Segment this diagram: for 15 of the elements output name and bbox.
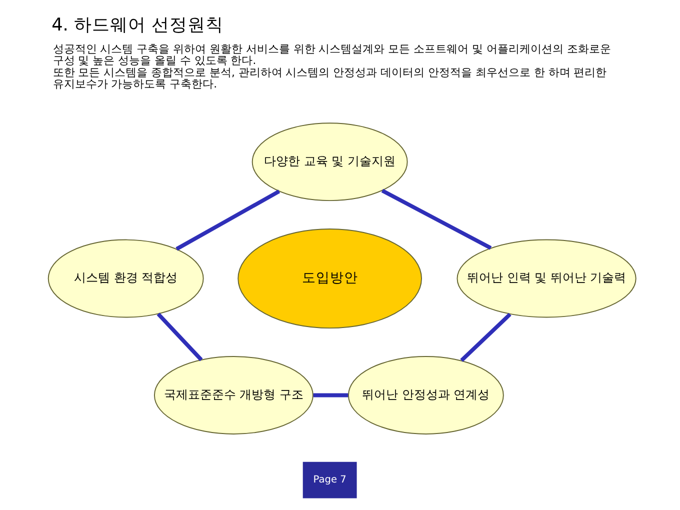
node-ellipse: 시스템 환경 적합성 (47, 239, 204, 318)
node-ellipse: 다양한 교육 및 기술지원 (251, 122, 408, 202)
node-ellipse: 뛰어난 안정성과 연계성 (347, 356, 504, 434)
node-ellipse: 국제표준준수 개방형 구조 (153, 356, 313, 434)
label: 또한 모든 시스템을 종합적으로 분석, 관리하여 시스템의 안정성과 데이터의 안정적을 최우선으로 한 하며 편리한 유지보수가 가능하도록 구축한다. (52, 66, 606, 91)
connector (156, 312, 202, 362)
connector (460, 312, 511, 362)
connector (312, 393, 348, 398)
connector (380, 188, 492, 250)
node-ellipse: 도입방안 (237, 228, 422, 329)
label: 성공적인 시스템 구축을 위하여 원활한 서비스를 위한 시스템설계와 모든 소프트웨어 및 어플리케이션의 조화로운 구성 및 높은 성능을 올릴 수 있도록 한다. (52, 42, 610, 68)
diagram-title: 4. 하드웨어 선정원칙 (51, 15, 224, 36)
label: Page 7 (312, 474, 346, 486)
node-ellipse: 뛰어난 인력 및 뛰어난 기술력 (456, 239, 636, 318)
connector (175, 190, 280, 251)
